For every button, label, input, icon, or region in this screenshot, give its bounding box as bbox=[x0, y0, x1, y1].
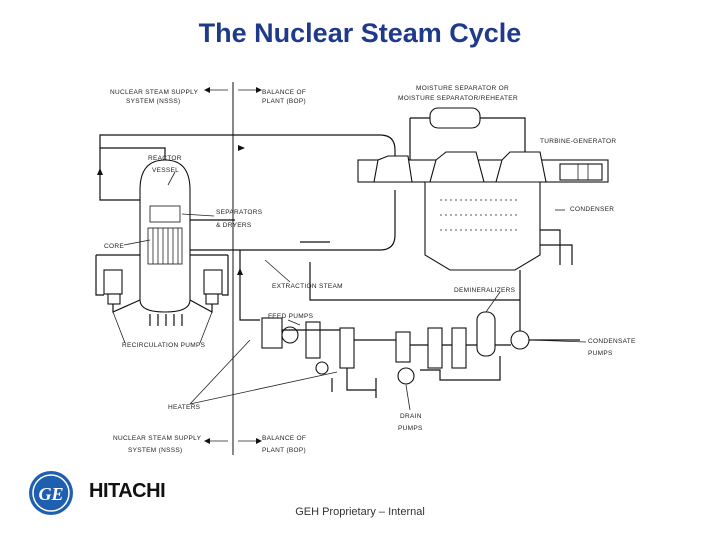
label-bop-top-2: PLANT (BOP) bbox=[262, 98, 306, 105]
label-nsss-bottom-2: SYSTEM (NSSS) bbox=[128, 447, 182, 454]
label-drain-2: PUMPS bbox=[398, 425, 423, 432]
label-condensate-2: PUMPS bbox=[588, 350, 613, 357]
condensate-pumps bbox=[510, 270, 580, 350]
label-separators-1: SEPARATORS bbox=[216, 209, 263, 216]
label-nsss-top-2: SYSTEM (NSSS) bbox=[126, 98, 180, 105]
recirculation-pump-left bbox=[95, 254, 141, 313]
label-moisture-1: MOISTURE SEPARATOR OR bbox=[416, 85, 509, 92]
label-extraction: EXTRACTION STEAM bbox=[272, 283, 343, 290]
label-separators-2: & DRYERS bbox=[216, 222, 252, 229]
label-demineralizers: DEMINERALIZERS bbox=[454, 287, 516, 294]
ge-logo-text: GE bbox=[38, 484, 63, 504]
footer-text: GEH Proprietary – Internal bbox=[295, 506, 425, 518]
page-title: The Nuclear Steam Cycle bbox=[198, 18, 522, 48]
feedwater-line bbox=[239, 190, 396, 321]
demineralizers bbox=[476, 311, 496, 357]
moisture-separator bbox=[409, 107, 526, 160]
label-bop-bottom-2: PLANT (BOP) bbox=[262, 447, 306, 454]
label-reactor-2: VESSEL bbox=[152, 167, 179, 174]
label-turbine: TURBINE-GENERATOR bbox=[540, 138, 616, 145]
recirculation-pump-right bbox=[189, 254, 229, 314]
label-recirculation: RECIRCULATION PUMPS bbox=[122, 342, 206, 349]
label-reactor-1: REACTOR bbox=[148, 155, 182, 162]
label-condensate-1: CONDENSATE bbox=[588, 338, 636, 345]
reactor-vessel bbox=[139, 159, 191, 326]
ge-logo: GE bbox=[29, 471, 73, 515]
label-bop-bottom-1: BALANCE OF bbox=[262, 435, 306, 442]
label-moisture-2: MOISTURE SEPARATOR/REHEATER bbox=[398, 95, 518, 102]
feed-pumps bbox=[261, 317, 321, 359]
label-nsss-top-1: NUCLEAR STEAM SUPPLY bbox=[110, 89, 199, 96]
label-nsss-bottom-1: NUCLEAR STEAM SUPPLY bbox=[113, 435, 202, 442]
main-steam-line bbox=[99, 134, 396, 160]
turbine-generator bbox=[357, 151, 609, 183]
label-bop-top-1: BALANCE OF bbox=[262, 89, 306, 96]
condenser bbox=[424, 181, 565, 271]
hitachi-logo: HITACHI bbox=[89, 480, 166, 502]
label-condenser: CONDENSER bbox=[570, 206, 614, 213]
label-feed-pumps: FEED PUMPS bbox=[268, 313, 314, 320]
label-drain-1: DRAIN bbox=[400, 413, 422, 420]
heaters bbox=[315, 327, 467, 385]
label-heaters: HEATERS bbox=[168, 404, 201, 411]
label-core: CORE bbox=[104, 243, 124, 250]
